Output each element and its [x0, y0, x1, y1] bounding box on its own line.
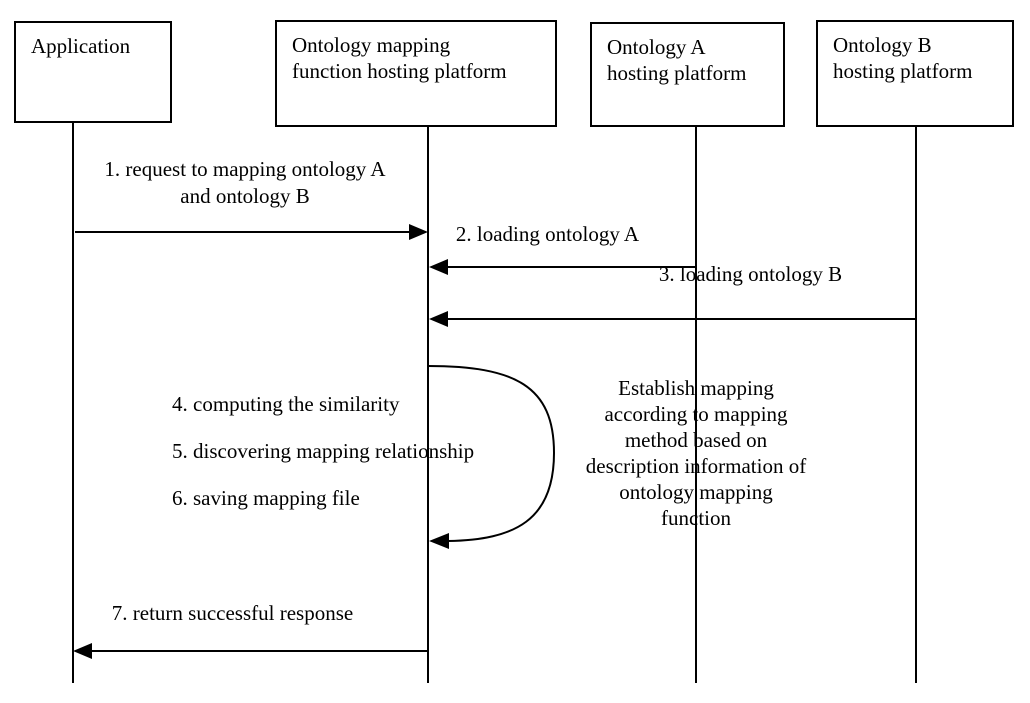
- message-2-label: 2. loading ontology A: [455, 222, 640, 246]
- message-1-label-line-2: and ontology B: [180, 184, 310, 208]
- actor-label: hosting platform: [833, 59, 973, 83]
- actor-label: Ontology A: [607, 35, 706, 59]
- actor-label: Application: [31, 34, 131, 58]
- self-loop-arrow: [427, 365, 556, 542]
- actor-label: function hosting platform: [292, 59, 507, 83]
- message-7-label: 7. return successful response: [111, 601, 354, 625]
- message-1-label-line-1: 1. request to mapping ontology A: [104, 157, 386, 181]
- message-7-arrowhead: [73, 643, 92, 659]
- message-4-label: 4. computing the similarity: [172, 392, 400, 416]
- message-5-label: 5. discovering mapping relationship: [172, 439, 475, 463]
- message-1-label: 1. request to mapping ontology A and ont…: [55, 156, 435, 210]
- message-3-arrowhead: [429, 311, 448, 327]
- message-3-label: 3. loading ontology B: [658, 262, 843, 286]
- actor-label: Ontology B: [833, 33, 932, 57]
- message-1-arrowhead: [409, 224, 428, 240]
- self-loop-note: Establish mapping according to mapping m…: [585, 376, 807, 530]
- actor-box-ontology-mapping-function-hosting-platform: Ontology mapping function hosting platfo…: [275, 20, 557, 127]
- actor-label: hosting platform: [607, 61, 747, 85]
- message-2-arrowhead: [429, 259, 448, 275]
- actor-box-ontology-a-hosting-platform: Ontology A hosting platform: [590, 22, 785, 127]
- actor-box-application: Application: [14, 21, 172, 123]
- self-loop-arrowhead: [429, 533, 449, 549]
- message-6-label: 6. saving mapping file: [172, 486, 360, 510]
- actor-label: Ontology mapping: [292, 33, 451, 57]
- actor-box-ontology-b-hosting-platform: Ontology B hosting platform: [816, 20, 1014, 127]
